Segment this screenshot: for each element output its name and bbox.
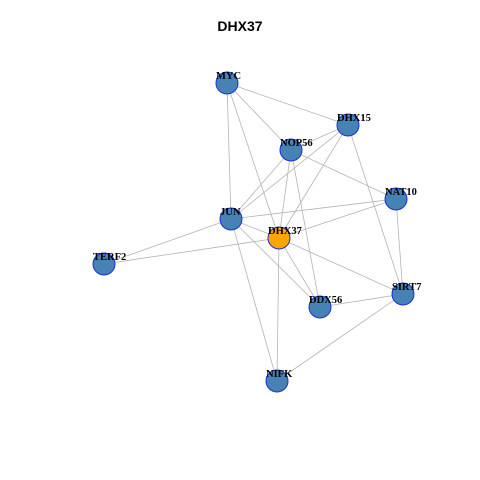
node-label-sirt7: SIRT7 [392,282,421,293]
node-dhx15[interactable] [336,113,360,137]
edge-nop56-nat10 [290,149,397,200]
node-label-terf2: TERF2 [93,252,126,263]
edge-myc-nop56 [226,82,292,151]
node-dhx37[interactable] [267,226,291,250]
edge-sirt7-nifk [276,293,404,382]
node-myc[interactable] [215,71,239,95]
edge-nop56-jun [230,149,292,220]
node-ddx56[interactable] [308,295,332,319]
edge-layer [103,82,404,382]
edge-nat10-dhx37 [278,198,397,239]
edge-nop56-dhx37 [278,149,292,239]
node-nifk[interactable] [265,369,289,393]
edge-dhx15-dhx37 [278,124,349,239]
node-label-ddx56: DDX56 [309,295,342,306]
node-label-jun: JUN [220,207,241,218]
edge-dhx15-jun [230,124,349,220]
edge-dhx37-terf2 [103,237,280,265]
edge-dhx15-sirt7 [347,124,404,295]
edge-dhx37-ddx56 [278,237,321,308]
node-jun[interactable] [219,207,243,231]
node-label-nat10: NAT10 [385,187,417,198]
node-label-myc: MYC [216,71,241,82]
node-nat10[interactable] [384,187,408,211]
node-terf2[interactable] [92,252,116,276]
edge-myc-jun [226,82,232,220]
edge-dhx37-sirt7 [278,237,404,295]
node-label-nifk: NIFK [266,369,293,380]
edge-nat10-jun [230,198,397,220]
edge-myc-dhx15 [226,82,349,126]
node-label-dhx15: DHX15 [337,113,371,124]
edge-jun-ddx56 [230,218,321,308]
edge-dhx37-nifk [276,237,280,382]
edge-jun-terf2 [103,218,232,265]
node-label-dhx37: DHX37 [268,226,302,237]
edge-jun-nifk [230,218,278,382]
node-nop56[interactable] [279,138,303,162]
graph-title: DHX37 [217,18,263,34]
node-label-nop56: NOP56 [280,138,313,149]
edge-nat10-sirt7 [395,198,404,295]
edge-myc-dhx37 [226,82,280,239]
node-sirt7[interactable] [391,282,415,306]
node-layer [92,71,415,393]
edge-nop56-ddx56 [290,149,321,308]
edge-sirt7-ddx56 [319,293,404,308]
